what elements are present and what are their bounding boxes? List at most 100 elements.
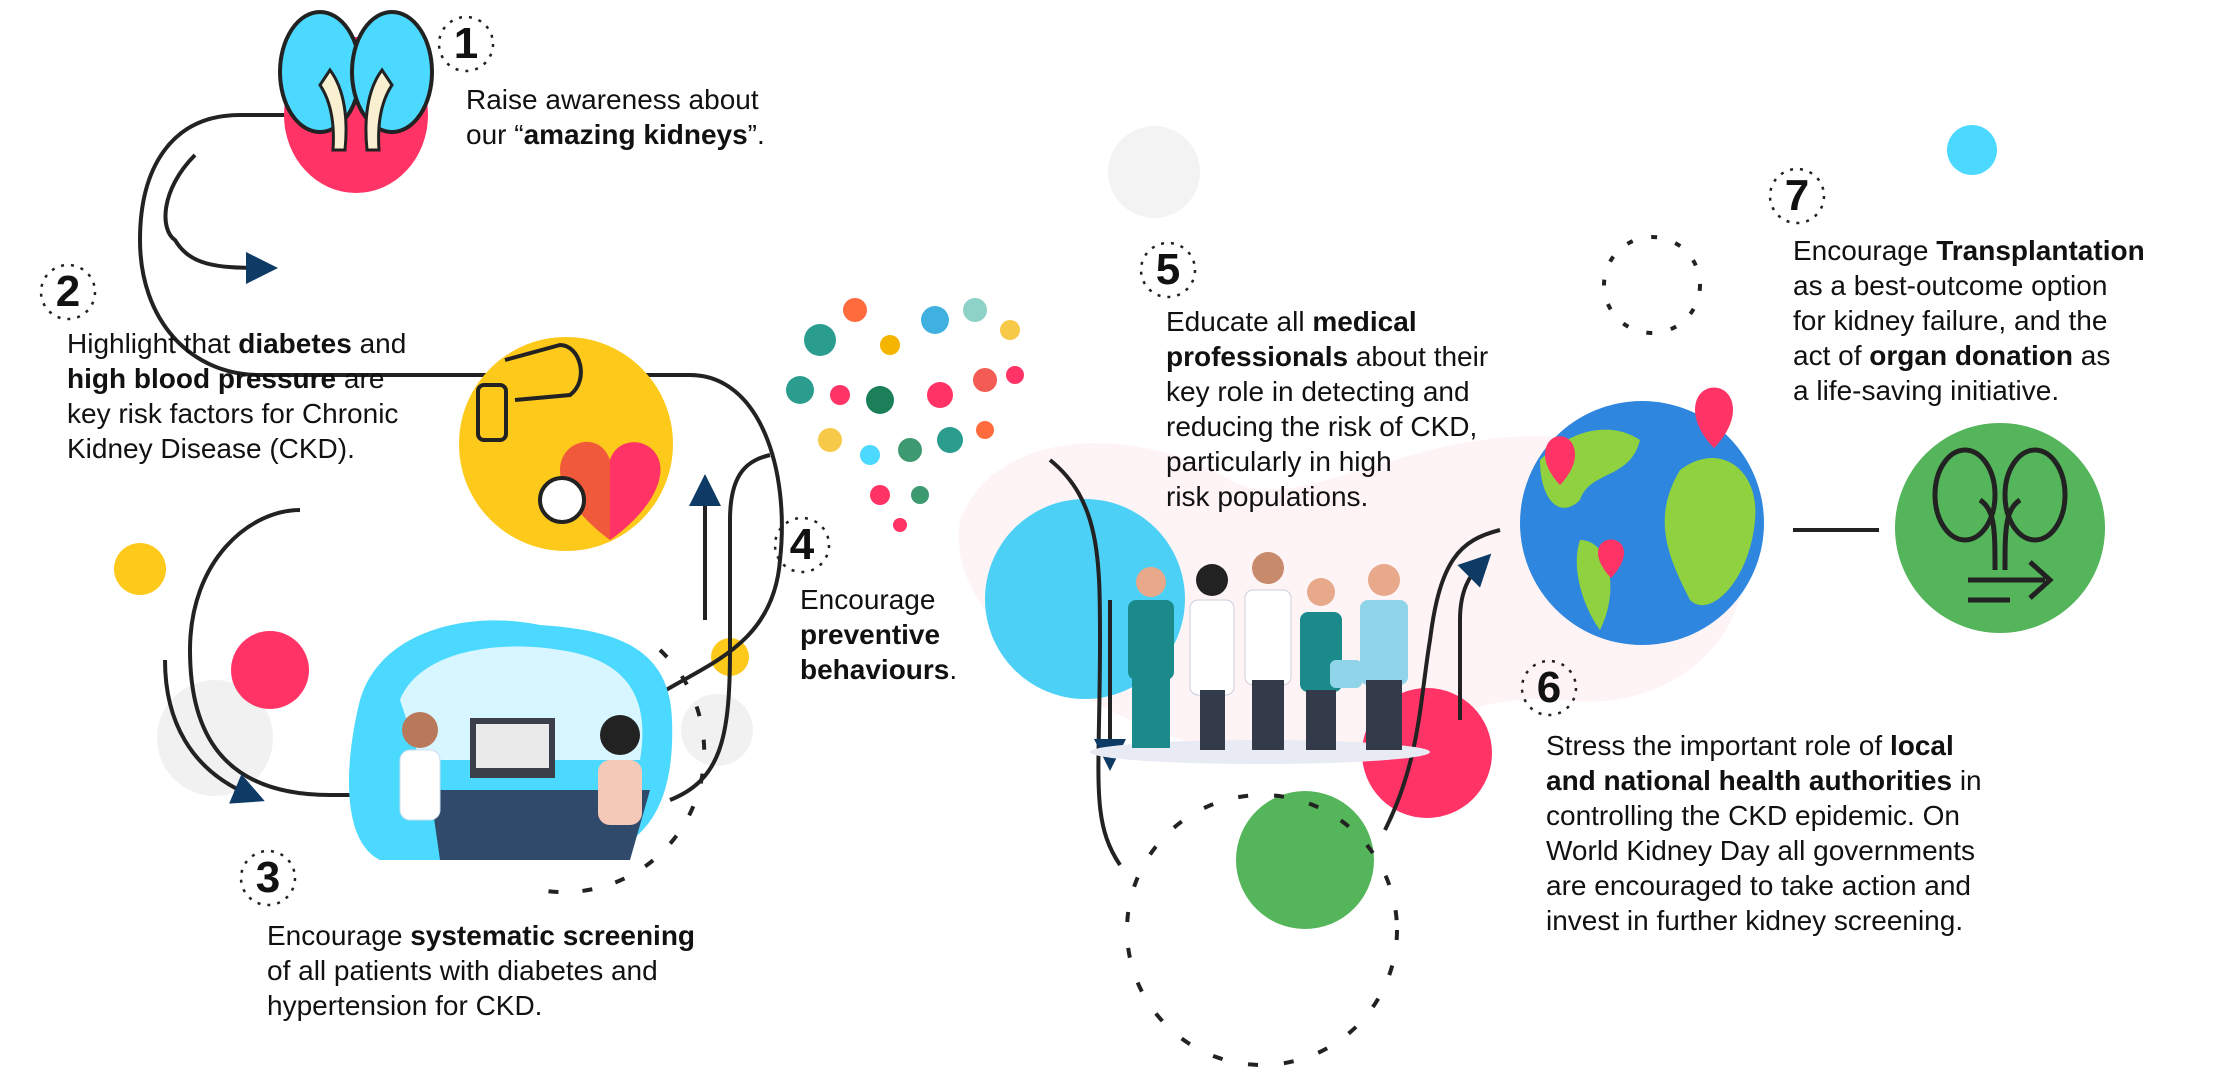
text-segment: invest in further kidney screening. — [1546, 905, 1964, 936]
bold-text: amazing kidneys — [523, 119, 748, 150]
kidney-transplant-icon — [1895, 423, 2105, 633]
text-line: as a best-outcome option — [1793, 268, 2145, 303]
text-line: risk populations. — [1166, 479, 1488, 514]
text-line: act of organ donation as — [1793, 338, 2145, 373]
flow-path — [1383, 528, 1501, 831]
text-line: behaviours. — [800, 652, 957, 687]
flow-path — [669, 453, 771, 802]
text-line: invest in further kidney screening. — [1546, 903, 1982, 938]
flow-arrow — [1457, 553, 1492, 720]
text-segment: ”. — [747, 119, 765, 150]
kidneys-illustration — [278, 10, 434, 193]
text-segment: and — [351, 328, 407, 359]
text-line: World Kidney Day all governments — [1546, 833, 1982, 868]
text-segment: World Kidney Day all governments — [1546, 835, 1976, 866]
text-line: key risk factors for Chronic — [67, 396, 406, 431]
flow-path — [1048, 458, 1122, 867]
bold-text: systematic screening — [410, 920, 696, 951]
text-segment: reducing the risk of CKD, — [1166, 411, 1478, 442]
text-line: professionals about their — [1166, 339, 1488, 374]
text-line: high blood pressure are — [67, 361, 406, 396]
text-segment: for kidney failure, and the — [1793, 305, 2108, 336]
flow-arrow — [163, 659, 265, 804]
text-line: and national health authorities in — [1546, 763, 1982, 798]
globe-illustration — [1520, 387, 1764, 645]
text-segment: Encourage — [267, 920, 411, 951]
text-line: particularly in high — [1166, 444, 1488, 479]
text-segment: Encourage — [800, 584, 936, 615]
text-segment: risk populations. — [1166, 481, 1369, 512]
text-segment: are — [336, 363, 385, 394]
text-segment: Educate all — [1166, 306, 1313, 337]
blood-pressure-illustration — [459, 337, 673, 551]
medical-professionals-illustration — [1090, 552, 1430, 764]
bold-text: organ donation — [1869, 340, 2074, 371]
text-line: controlling the CKD epidemic. On — [1546, 798, 1982, 833]
bold-text: behaviours — [800, 654, 950, 685]
text-segment: Encourage — [1793, 235, 1937, 266]
preventive-behaviours-collage — [780, 298, 1030, 538]
text-line: are encouraged to take action and — [1546, 868, 1982, 903]
bold-text: medical — [1312, 306, 1417, 337]
step-number-5: 5 — [1138, 240, 1198, 300]
text-line: Raise awareness about — [466, 82, 765, 117]
text-segment: key role in detecting and — [1166, 376, 1470, 407]
text-segment: . — [949, 654, 958, 685]
yellow-dot — [114, 543, 166, 595]
text-line: Encourage Transplantation — [1793, 233, 2145, 268]
screening-illustration — [348, 620, 673, 860]
flow-arrow — [163, 153, 278, 284]
text-segment: Highlight that — [67, 328, 239, 359]
text-line: for kidney failure, and the — [1793, 303, 2145, 338]
step-number-2: 2 — [38, 262, 98, 322]
text-segment: about their — [1348, 341, 1489, 372]
step-number-6: 6 — [1519, 658, 1579, 718]
red-dot — [231, 631, 309, 709]
text-segment: as a best-outcome option — [1793, 270, 2108, 301]
text-line: reducing the risk of CKD, — [1166, 409, 1488, 444]
bold-text: Transplantation — [1936, 235, 2145, 266]
grey-circle — [1108, 126, 1200, 218]
step-number-4: 4 — [772, 515, 832, 575]
step-number-3: 3 — [238, 848, 298, 908]
text-segment: a life-saving initiative. — [1793, 375, 2060, 406]
text-line: Stress the important role of local — [1546, 728, 1982, 763]
text-line: hypertension for CKD. — [267, 988, 695, 1023]
text-segment: Stress the important role of — [1546, 730, 1890, 761]
text-segment: of all patients with diabetes and — [267, 955, 658, 986]
text-line: key role in detecting and — [1166, 374, 1488, 409]
cyan-dot — [1947, 125, 1997, 175]
text-segment: Kidney Disease (CKD). — [67, 433, 355, 464]
text-line: preventive — [800, 617, 957, 652]
bold-text: high blood pressure — [67, 363, 337, 394]
dashed-ring — [1602, 235, 1702, 335]
bold-text: local — [1889, 730, 1954, 761]
text-line: our “amazing kidneys”. — [466, 117, 765, 152]
text-segment: hypertension for CKD. — [267, 990, 543, 1021]
text-segment: in — [1952, 765, 1982, 796]
bold-text: diabetes — [238, 328, 352, 359]
text-line: Encourage — [800, 582, 957, 617]
text-line: Kidney Disease (CKD). — [67, 431, 406, 466]
text-line: of all patients with diabetes and — [267, 953, 695, 988]
dashed-arc — [539, 648, 707, 895]
text-segment: are encouraged to take action and — [1546, 870, 1971, 901]
flow-path — [137, 113, 784, 797]
text-segment: act of — [1793, 340, 1870, 371]
text-segment: particularly in high — [1166, 446, 1392, 477]
text-line: Educate all medical — [1166, 304, 1488, 339]
text-line: Highlight that diabetes and — [67, 326, 406, 361]
text-segment: Raise awareness about — [466, 84, 759, 115]
text-line: Encourage systematic screening — [267, 918, 695, 953]
step-number-7: 7 — [1767, 166, 1827, 226]
text-segment: controlling the CKD epidemic. On — [1546, 800, 1960, 831]
step-number-1: 1 — [436, 14, 496, 74]
text-segment: key risk factors for Chronic — [67, 398, 399, 429]
